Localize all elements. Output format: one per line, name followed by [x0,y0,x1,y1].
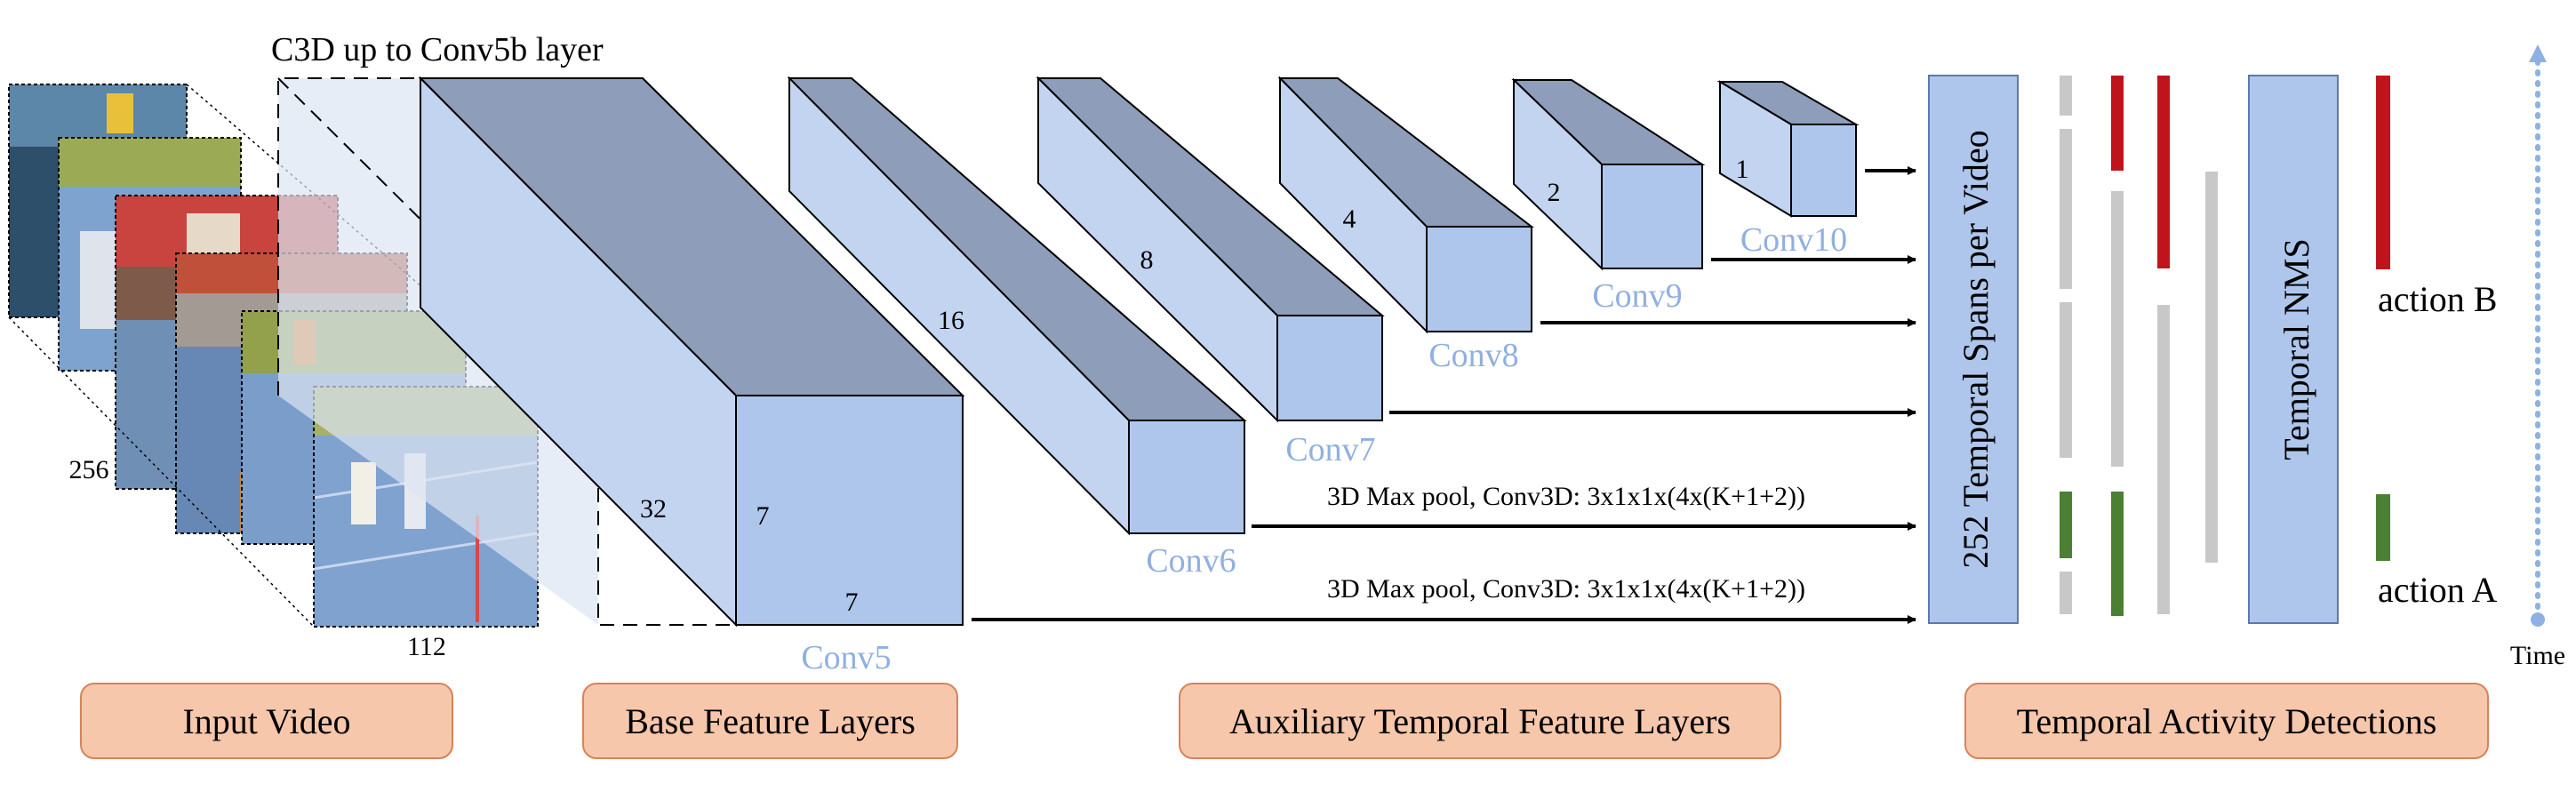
section-base-feature-layers: Base Feature Layers [582,683,958,759]
section-auxiliary-layers: Auxiliary Temporal Feature Layers [1179,683,1781,759]
temporal-spans-box [1928,75,2019,624]
conv10-block [1716,80,1860,218]
conv8-block [1277,76,1534,334]
input-dim-256: 256 [69,455,109,484]
section-input-video: Input Video [80,683,453,759]
span-bar-gray [2111,191,2124,467]
conv6-block [787,76,1247,536]
span-bar-gray [2060,572,2072,614]
section-detections-label: Temporal Activity Detections [2016,700,2437,741]
span-bar-green [2060,492,2072,558]
conv10-dim: 1 [1736,155,1749,184]
section-input-video-label: Input Video [182,700,351,741]
time-axis [2529,44,2547,627]
span-bar-red [2157,76,2170,268]
detection-bar-action-b [2376,76,2390,269]
conv9-dim: 2 [1548,178,1561,207]
time-arrow-head [2529,44,2547,62]
span-bar-green [2111,492,2124,616]
temporal-nms-box [2248,75,2339,624]
action-a-label: action A [2378,570,2498,610]
section-base-feature-label: Base Feature Layers [625,700,916,741]
section-temporal-detections: Temporal Activity Detections [1964,683,2489,759]
span-bar-gray [2060,302,2072,458]
arrow-label-lower: 3D Max pool, Conv3D: 3x1x1x(4x(K+1+2)) [1327,574,1805,604]
conv5-dim-32: 32 [640,494,667,524]
c3d-title: C3D up to Conv5b layer [271,31,604,68]
span-bar-gray [2205,172,2218,563]
conv6-dim: 16 [938,306,964,335]
feature-arrows [972,166,1916,624]
time-label: Time [2510,641,2565,670]
conv9-label: Conv9 [1592,277,1682,315]
conv5-dim-7a: 7 [756,501,770,531]
conv8-dim: 4 [1343,204,1356,234]
arrow-label-upper: 3D Max pool, Conv3D: 3x1x1x(4x(K+1+2)) [1327,482,1805,511]
span-bar-gray [2060,129,2072,289]
proposal-bars [2060,76,2218,616]
span-bar-gray [2060,76,2072,116]
span-bar-gray [2157,305,2170,614]
conv6-label: Conv6 [1146,542,1236,580]
conv10-label: Conv10 [1740,221,1847,259]
temporal-spans-label: 252 Temporal Spans per Video [1956,130,1996,568]
conv7-block [1036,76,1385,423]
conv9-block [1511,77,1706,271]
section-auxiliary-label: Auxiliary Temporal Feature Layers [1228,700,1732,741]
input-dim-112: 112 [407,632,446,661]
conv5-dim-7b: 7 [845,588,859,617]
conv7-label: Conv7 [1285,431,1375,468]
conv5-block [418,76,965,628]
conv5-label: Conv5 [801,639,891,676]
detection-bar-action-a [2376,494,2390,561]
span-bar-red [2111,76,2124,171]
time-origin-dot [2531,612,2545,627]
action-b-label: action B [2378,279,2497,319]
conv7-dim: 8 [1140,245,1154,275]
conv8-label: Conv8 [1428,337,1518,374]
temporal-nms-label: Temporal NMS [2276,238,2316,460]
